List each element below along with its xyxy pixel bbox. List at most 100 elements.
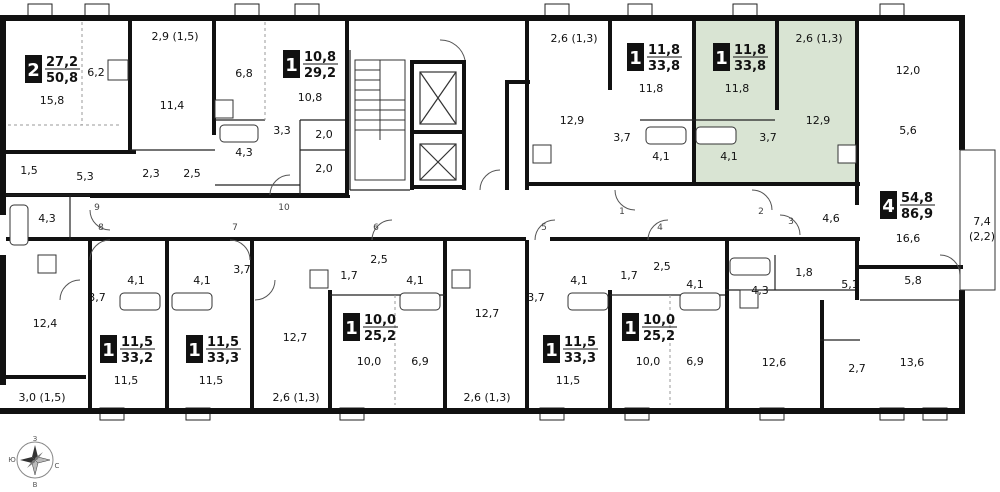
badge-living: 10,0: [643, 313, 675, 328]
room-area-label: 12,6: [762, 356, 787, 369]
badge-rooms: 1: [345, 318, 358, 339]
apartment-badge[interactable]: 1 11,8 33,8: [713, 43, 768, 74]
room-area-label: 3,7: [527, 291, 545, 304]
door-number: 4: [657, 223, 663, 233]
badge-rooms: 1: [285, 55, 298, 76]
badge-rooms: 1: [629, 48, 642, 69]
door-number: 9: [94, 203, 100, 213]
room-area-label: 4,1: [406, 274, 424, 287]
room-area-label: 4,1: [570, 274, 588, 287]
badge-living: 11,8: [734, 43, 766, 58]
room-labels: 1 5,8 6,2 2,9 (1,5) 11,4 6,8 10,8 3,3 2,0…: [18, 30, 995, 404]
door-labels: 10 9 8 7 6 5 4 1 2 3: [94, 203, 794, 233]
apartment-badge[interactable]: 1 11,5 33,2: [100, 335, 155, 366]
room-area-label: 3,7: [613, 131, 631, 144]
room-area-label: 12,0: [896, 64, 921, 77]
badge-total: 86,9: [901, 207, 933, 222]
badge-living: 11,8: [648, 43, 680, 58]
compass-east: С: [55, 462, 60, 470]
apartment-badge[interactable]: 4 54,8 86,9: [880, 191, 935, 222]
room-area-label: 11,4: [160, 99, 185, 112]
room-area-label: 2,5: [183, 167, 201, 180]
room-area-label: 11,5: [199, 374, 224, 387]
apartment-badge[interactable]: 1 11,5 33,3: [543, 335, 598, 366]
badge-rooms: 1: [715, 48, 728, 69]
compass-north: З: [33, 435, 38, 443]
badge-total: 29,2: [304, 66, 336, 81]
door-number: 2: [758, 207, 764, 217]
stoves: [37, 59, 857, 309]
room-area-label: 4,1: [127, 274, 145, 287]
door-number: 8: [98, 223, 104, 233]
apartment-badge[interactable]: 2 27,2 50,8: [25, 55, 80, 86]
room-area-label: 4,1: [652, 150, 670, 163]
room-area-label: 11,5: [556, 374, 581, 387]
room-area-label: 3,7: [88, 291, 106, 304]
room-area-label: 12,9: [560, 114, 585, 127]
badge-total: 25,2: [364, 329, 396, 344]
room-area-label: 4,3: [751, 284, 769, 297]
door-number: 5: [541, 223, 547, 233]
room-area-label: 12,9: [806, 114, 831, 127]
badge-total: 25,2: [643, 329, 675, 344]
room-area-label: 1,7: [340, 269, 358, 282]
room-area-label: 11,5: [114, 374, 139, 387]
room-area-label: 3,3: [273, 124, 291, 137]
badge-rooms: 1: [545, 340, 558, 361]
compass-west: Ю: [8, 456, 16, 464]
room-area-label: 5,1: [841, 278, 859, 291]
room-area-label: 4,1: [193, 274, 211, 287]
room-area-label: 2,6 (1,3): [795, 32, 842, 45]
badge-living: 27,2: [46, 55, 78, 70]
badge-total: 33,8: [648, 59, 680, 74]
door-swings: [59, 39, 961, 301]
room-area-label: 2,0: [315, 162, 333, 175]
badge-rooms: 4: [882, 196, 895, 217]
room-area-label: 12,4: [33, 317, 58, 330]
room-area-label: 1,7: [620, 269, 638, 282]
badge-total: 33,3: [564, 351, 596, 366]
room-area-label: 2,6 (1,3): [550, 32, 597, 45]
room-area-label: 1,8: [795, 266, 813, 279]
badge-total: 50,8: [46, 71, 78, 86]
door-number: 6: [373, 223, 379, 233]
room-area-label: 2,7: [848, 362, 866, 375]
room-area-label: 5,3: [76, 170, 94, 183]
apartment-badge[interactable]: 1 11,8 33,8: [627, 43, 682, 74]
room-area-label: 12,7: [283, 331, 308, 344]
room-area-label: 6,9: [411, 355, 429, 368]
apartment-badge[interactable]: 1 10,0 25,2: [622, 313, 677, 344]
door-number: 10: [278, 203, 290, 213]
room-area-label: 4,1: [720, 150, 738, 163]
room-area-label: 12,7: [475, 307, 500, 320]
apartment-badge[interactable]: 1 10,8 29,2: [283, 50, 338, 81]
outer-walls: [0, 15, 965, 414]
room-area-label: 11,8: [725, 82, 750, 95]
room-area-label: 6,2: [87, 66, 105, 79]
compass-south: В: [33, 481, 38, 489]
room-area-label: 16,6: [896, 232, 921, 245]
balcony-right: [959, 149, 996, 291]
badge-rooms: 1: [624, 318, 637, 339]
room-area-label: 2,9 (1,5): [151, 30, 198, 43]
door-number: 3: [788, 217, 794, 227]
room-area-label: 3,7: [759, 131, 777, 144]
room-area-label: 4,1: [686, 278, 704, 291]
top-windows: [27, 3, 905, 17]
badge-rooms: 1: [102, 340, 115, 361]
apartment-badge[interactable]: 1 11,5 33,3: [186, 335, 241, 366]
badge-living: 11,5: [207, 335, 239, 350]
room-area-label: 2,5: [653, 260, 671, 273]
compass-rose: [16, 441, 54, 479]
apartment-badge[interactable]: 1 10,0 25,2: [343, 313, 398, 344]
badge-total: 33,8: [734, 59, 766, 74]
room-area-label: (2,2): [969, 230, 995, 243]
room-area-label: 13,6: [900, 356, 925, 369]
room-area-label: 6,8: [235, 67, 253, 80]
room-area-label: 2,0: [315, 128, 333, 141]
room-area-label: 10,8: [298, 91, 323, 104]
room-area-label: 5,8: [904, 274, 922, 287]
badge-living: 10,8: [304, 50, 336, 65]
room-area-label: 3,0 (1,5): [18, 391, 65, 404]
